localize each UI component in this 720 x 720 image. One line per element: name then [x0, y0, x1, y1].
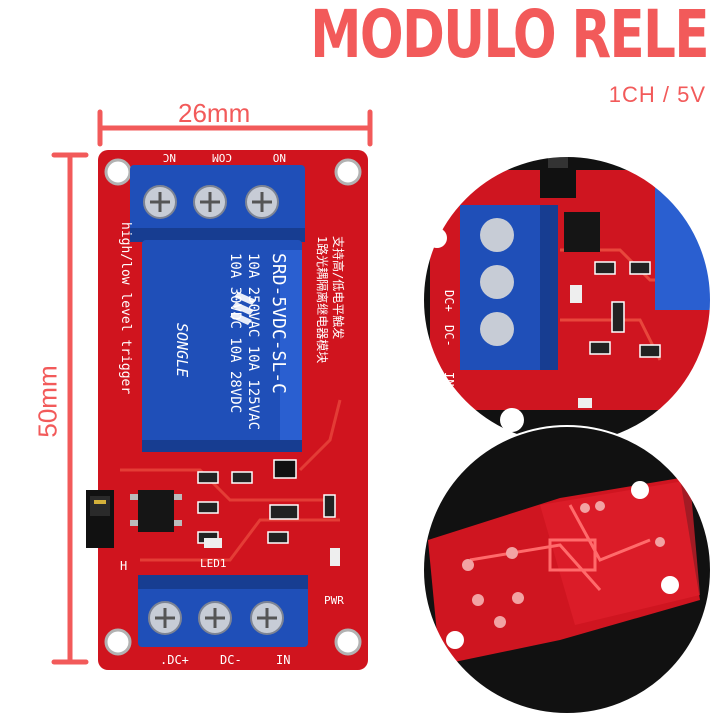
page-subtitle: 1CH / 5V — [608, 82, 706, 107]
terminal-label-dc-plus: .DC+ — [160, 653, 189, 667]
zoom-label-dc-plus: DC+ — [442, 290, 456, 312]
width-dimension-line — [97, 109, 373, 147]
terminal-label-com: COM — [212, 151, 232, 164]
relay-component — [142, 240, 302, 452]
relay-model: SRD-5VDC-SL-C — [268, 253, 289, 394]
zoom-label-in: IN — [442, 372, 456, 386]
terminal-label-dc-minus: DC- — [220, 653, 242, 667]
relay-rating-ac: 10A 250VAC 10A 125VAC — [245, 253, 261, 430]
terminal-label-in: IN — [276, 653, 290, 667]
zoom-label-dc-minus: DC- — [442, 325, 456, 347]
chinese-module-text: 1路光耦隔离继电器模块 — [315, 236, 330, 363]
terminal-label-nc: NC — [163, 151, 176, 164]
terminal-label-no: NO — [273, 151, 286, 164]
smd-components — [197, 459, 336, 544]
chinese-trigger-text: 支持高/低电平触发 — [331, 236, 346, 339]
height-dimension-line — [51, 152, 89, 665]
optocoupler-chip — [130, 490, 182, 532]
jumper-label: H — [120, 559, 127, 573]
songle-logo-icon — [230, 292, 256, 325]
relay-rating-dc: 10A 30VDC 10A 28VDC — [227, 253, 243, 413]
zoom-photo-bottom — [423, 426, 711, 714]
page-title: MODULO RELE — [310, 0, 709, 73]
mounting-hole — [104, 158, 362, 656]
pwr-label: PWR — [324, 594, 344, 607]
top-terminal-block — [130, 165, 305, 242]
led1-label: LED1 — [200, 557, 227, 570]
zoom-photo-top — [423, 156, 711, 444]
jumper-header — [86, 490, 114, 548]
relay-brand: SONGLE — [173, 323, 191, 377]
bottom-terminal-block — [138, 575, 308, 647]
trigger-side-text: high/low level trigger — [118, 222, 133, 394]
width-dimension-label: 26mm — [178, 98, 251, 128]
relay-board: NC COM NO SRD-5VDC-SL-C 10A 250VAC 10A 1… — [86, 150, 368, 670]
led-indicator — [204, 538, 340, 566]
